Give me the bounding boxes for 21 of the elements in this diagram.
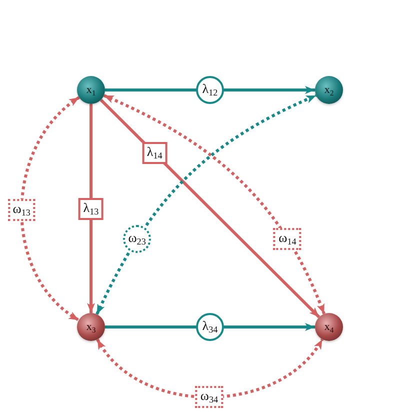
edge-label: ω$_{34}$ (195, 386, 224, 408)
edge-label: λ$_{12}$ (196, 76, 224, 104)
sphere-node (77, 76, 105, 104)
node-label: x$_{3}$ (86, 322, 96, 332)
arrow (105, 323, 315, 331)
edge-label: λ$_{14}$ (142, 142, 168, 164)
arrow (87, 104, 95, 313)
node-label: x$_{1}$ (86, 84, 96, 96)
dotted-double-arrow (20, 96, 80, 322)
sphere-node (77, 313, 105, 341)
edge-label: λ$_{13}$ (78, 198, 104, 220)
dotted-double-arrow (96, 338, 324, 399)
sphere-node (315, 76, 343, 104)
edge-label: ω$_{14}$ (274, 228, 302, 250)
node-label: x$_{2}$ (324, 84, 334, 96)
sphere-node (315, 313, 343, 341)
edge-label: ω$_{13}$ (8, 199, 36, 222)
edge-label: λ$_{34}$ (196, 313, 224, 341)
edge-label: ω$_{23}$ (123, 225, 152, 254)
arrow (105, 86, 315, 94)
node-label: x$_{4}$ (324, 322, 334, 332)
